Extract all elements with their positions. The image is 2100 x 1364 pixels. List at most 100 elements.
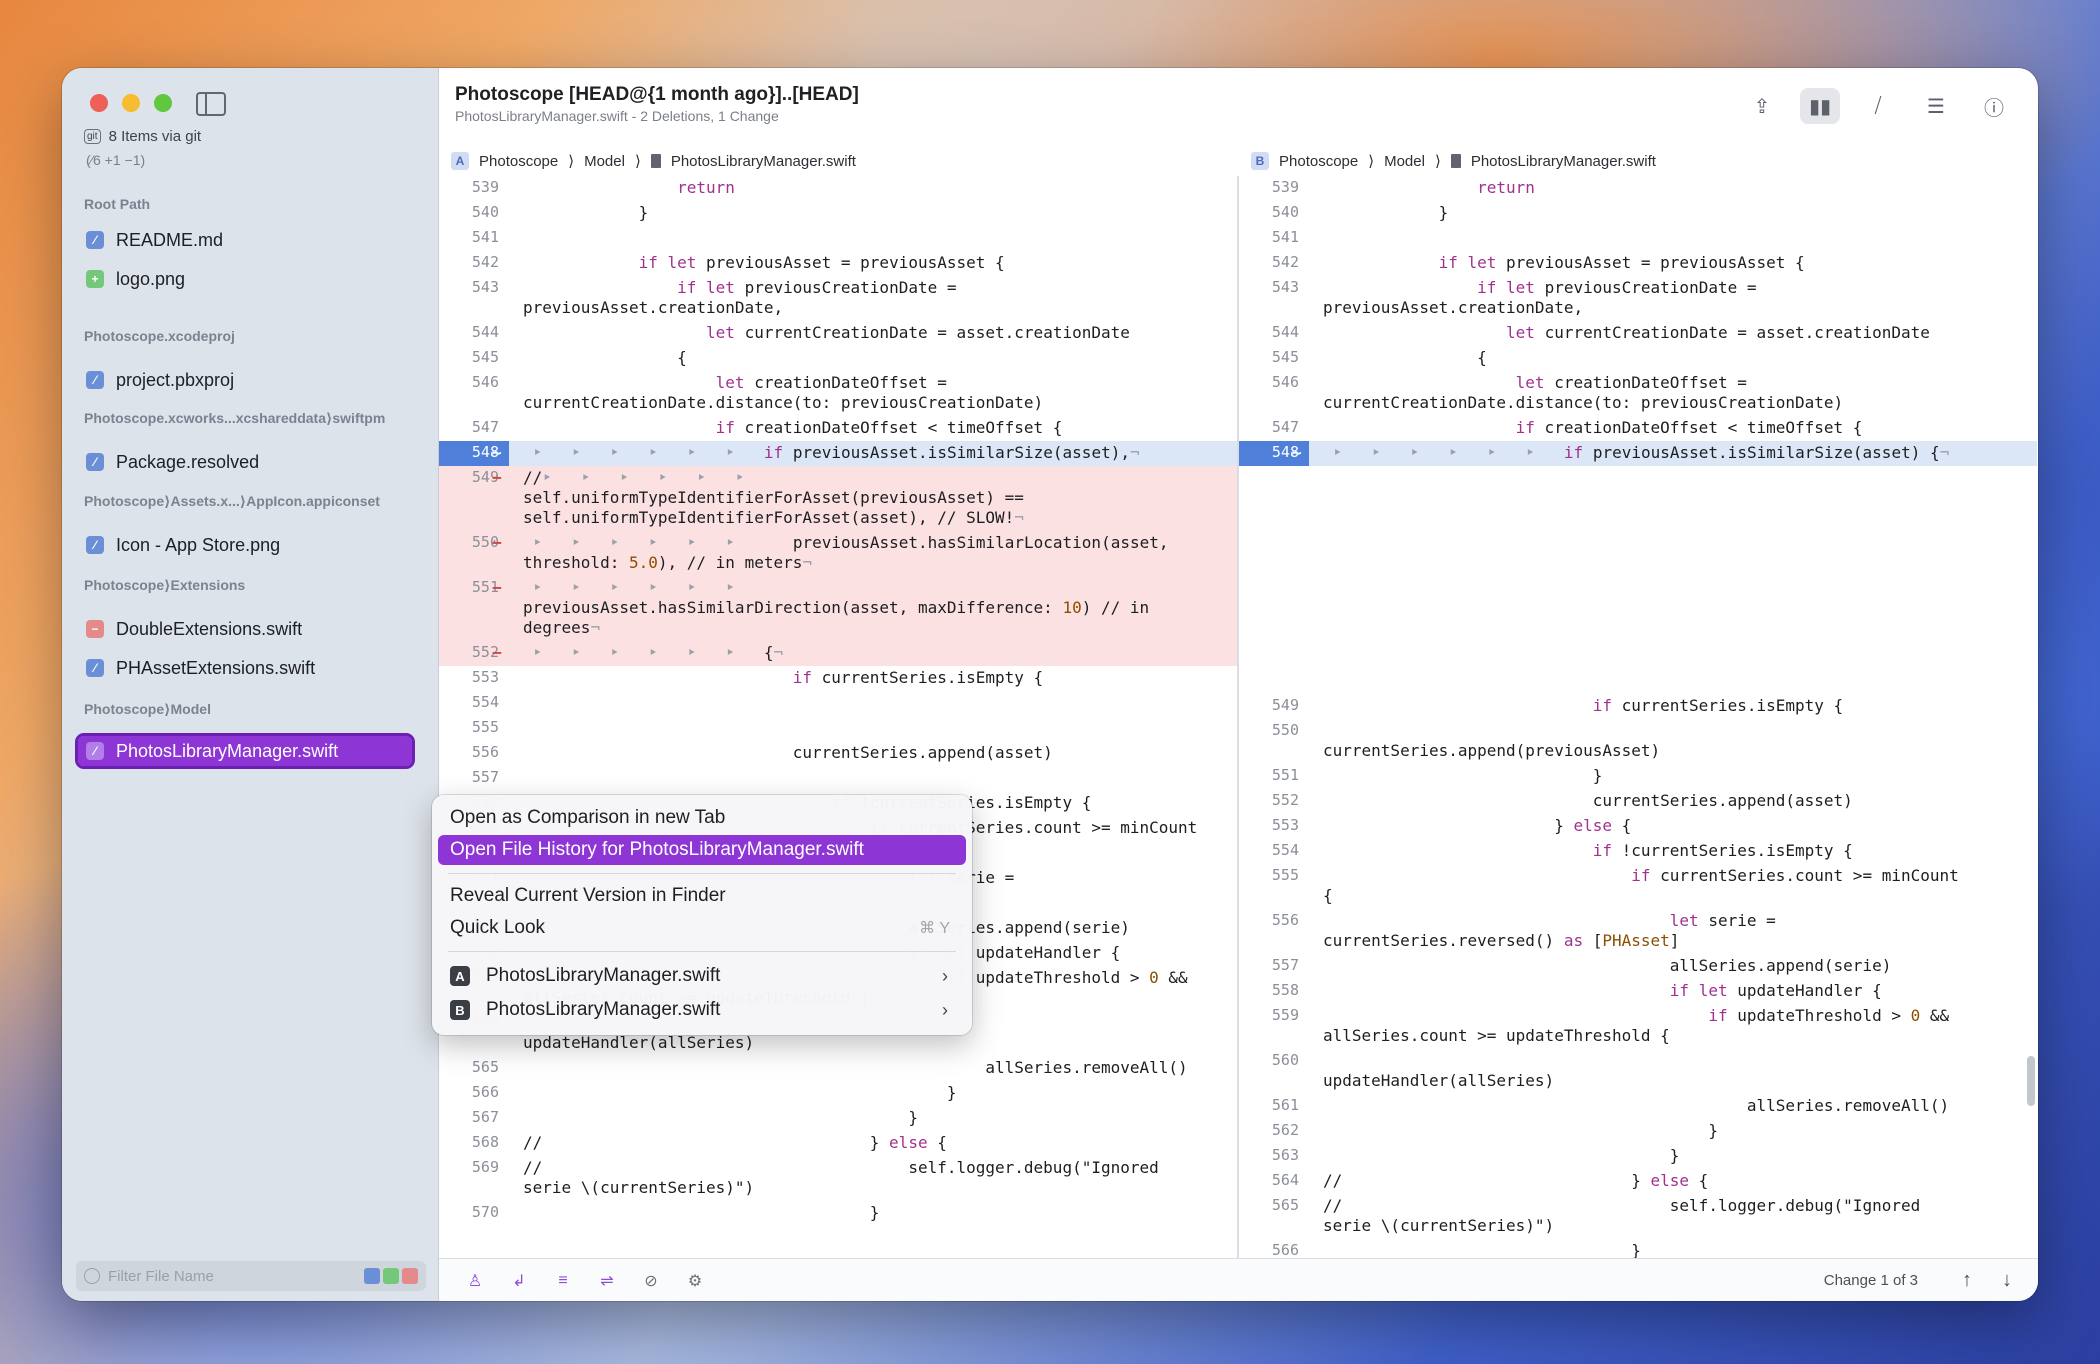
modified-marker: ~ — [492, 443, 502, 462]
line-number: 563 — [1271, 1146, 1299, 1164]
breadcrumb-folder[interactable]: Model — [584, 152, 625, 170]
document-icon — [650, 154, 661, 168]
deleted-marker: − — [492, 533, 502, 552]
code-text: if let previousAsset = previousAsset { — [1438, 253, 1805, 272]
minimize-button[interactable] — [122, 94, 140, 112]
version-a-icon: A — [450, 966, 470, 986]
code-line: 551− ‣ ‣ ‣ ‣ ‣ ‣ previousAsset.hasSimila… — [439, 576, 1237, 641]
filter-tags — [364, 1268, 418, 1284]
line-number: 541 — [471, 228, 499, 246]
code-text: if let previousCreationDate = previousAs… — [1323, 278, 1757, 317]
menu-item-quick-look[interactable]: Quick Look ⌘ Y — [438, 913, 966, 943]
change-marker — [439, 441, 509, 466]
code-text: if let previousCreationDate = previousAs… — [523, 278, 957, 317]
file-item[interactable]: +logo.png — [86, 264, 185, 294]
file-item[interactable]: ⁄project.pbxproj — [86, 365, 234, 395]
scrollbar-thumb[interactable] — [2027, 1056, 2035, 1106]
file-item[interactable]: −DoubleExtensions.swift — [86, 614, 302, 644]
split-diff-icon[interactable]: ⧸ — [1874, 94, 1882, 117]
side-by-side-icon[interactable]: ▮▮ — [1800, 88, 1840, 124]
section-title: Photoscope⟩Assets.x...⟩AppIcon.appiconse… — [84, 493, 380, 509]
code-text: } — [523, 1083, 957, 1102]
menu-item-open-file-history[interactable]: Open File History for PhotosLibraryManag… — [438, 835, 966, 865]
code-line: 554 if !currentSeries.isEmpty { — [1239, 839, 2037, 864]
line-number: 569 — [471, 1158, 499, 1176]
filter-input[interactable]: Filter File Name — [108, 1267, 214, 1285]
ignore-whitespace-icon[interactable]: ♙ — [467, 1272, 483, 1290]
breadcrumb-folder[interactable]: Model — [1384, 152, 1425, 170]
zoom-button[interactable] — [154, 94, 172, 112]
section-title: Photoscope⟩Extensions — [84, 577, 246, 593]
window-title: Photoscope [HEAD@{1 month ago}]..[HEAD] — [455, 84, 859, 105]
code-text: } — [1323, 1121, 1718, 1140]
breadcrumb-separator: ⟩ — [1368, 153, 1375, 170]
modified-status-icon: ⁄ — [86, 231, 104, 249]
line-number: 562 — [1271, 1121, 1299, 1139]
code-text: } else { — [1323, 816, 1632, 835]
filter-field[interactable]: Filter File Name — [76, 1261, 426, 1291]
menu-item-label: Reveal Current Version in Finder — [450, 885, 726, 906]
file-item[interactable]: ⁄ README.md — [86, 225, 223, 255]
file-name: README.md — [116, 229, 224, 250]
code-line: 562 } — [1239, 1119, 2037, 1144]
code-line: 555 — [439, 716, 1237, 741]
next-change-arrow-icon[interactable]: ↓ — [2002, 1269, 2012, 1291]
code-text: if let updateHandler { — [1669, 981, 1882, 1000]
code-line: 561 allSeries.removeAll() — [1239, 1094, 2037, 1119]
code-line: 549 if currentSeries.isEmpty { — [1239, 694, 2037, 719]
invisibles-icon[interactable]: ⇌ — [600, 1272, 614, 1290]
code-text: } — [523, 1203, 880, 1222]
filter-added-toggle[interactable] — [383, 1268, 399, 1284]
sidebar-toggle-icon[interactable] — [196, 92, 226, 116]
line-number: 547 — [471, 418, 499, 436]
line-number: 548 — [471, 443, 499, 461]
breadcrumb-file[interactable]: PhotosLibraryManager.swift — [670, 152, 856, 170]
git-icon: git — [84, 129, 101, 144]
window-controls — [90, 94, 172, 112]
filter-modified-toggle[interactable] — [364, 1268, 380, 1284]
code-line: 547 if creationDateOffset < timeOffset { — [439, 416, 1237, 441]
file-item[interactable]: ⁄Icon - App Store.png — [86, 530, 280, 560]
file-item[interactable]: ⁄PHAssetExtensions.swift — [86, 653, 315, 683]
file-item[interactable]: ⁄PhotosLibraryManager.swift — [75, 733, 415, 769]
code-text: } — [523, 1108, 918, 1127]
menu-separator — [448, 951, 956, 952]
file-name: PHAssetExtensions.swift — [116, 657, 316, 678]
code-line: 566 } — [439, 1081, 1237, 1106]
code-text: } — [523, 203, 649, 222]
menu-shortcut: ⌘ Y — [919, 920, 950, 937]
wrap-lines-icon[interactable]: ↲ — [512, 1272, 526, 1290]
previous-change-arrow-icon[interactable]: ↑ — [1962, 1269, 1972, 1291]
breadcrumb-project[interactable]: Photoscope — [479, 152, 559, 170]
menu-item-label: PhotosLibraryManager.swift — [486, 965, 721, 986]
unified-diff-icon[interactable]: ☰ — [1927, 95, 1945, 118]
line-number: 570 — [471, 1203, 499, 1221]
breadcrumb-project[interactable]: Photoscope — [1279, 152, 1359, 170]
info-icon[interactable]: ⓘ — [1984, 97, 2004, 120]
file-item[interactable]: ⁄Package.resolved — [86, 447, 259, 477]
menu-item-open-comparison[interactable]: Open as Comparison in new Tab — [438, 803, 966, 833]
close-button[interactable] — [90, 94, 108, 112]
breadcrumb-file[interactable]: PhotosLibraryManager.swift — [1470, 152, 1656, 170]
filter-deleted-toggle[interactable] — [402, 1268, 418, 1284]
code-text: if let previousAsset = previousAsset { — [638, 253, 1005, 272]
menu-item-version-b[interactable]: B PhotosLibraryManager.swift › — [438, 995, 966, 1025]
version-b-icon: B — [450, 1000, 470, 1020]
line-numbers-icon[interactable]: ≡ — [558, 1271, 568, 1289]
settings-gear-icon[interactable]: ⚙ — [687, 1272, 703, 1290]
menu-item-label: PhotosLibraryManager.swift — [486, 999, 721, 1020]
share-icon[interactable]: ⇪ — [1753, 95, 1771, 118]
line-number: 543 — [471, 278, 499, 296]
filter-icon — [84, 1268, 100, 1284]
code-text: currentSeries.append(asset) — [1323, 791, 1853, 810]
code-line: 557 allSeries.append(serie) — [1239, 954, 2037, 979]
no-highlight-icon[interactable]: ⊘ — [644, 1272, 658, 1290]
code-line: 554 — [439, 691, 1237, 716]
menu-item-label: Open as Comparison in new Tab — [450, 807, 726, 828]
main-area: Photoscope [HEAD@{1 month ago}]..[HEAD] … — [439, 68, 2038, 1301]
code-line: 557 — [439, 766, 1237, 791]
menu-item-version-a[interactable]: A PhotosLibraryManager.swift › — [438, 961, 966, 991]
menu-item-reveal-in-finder[interactable]: Reveal Current Version in Finder — [438, 881, 966, 911]
